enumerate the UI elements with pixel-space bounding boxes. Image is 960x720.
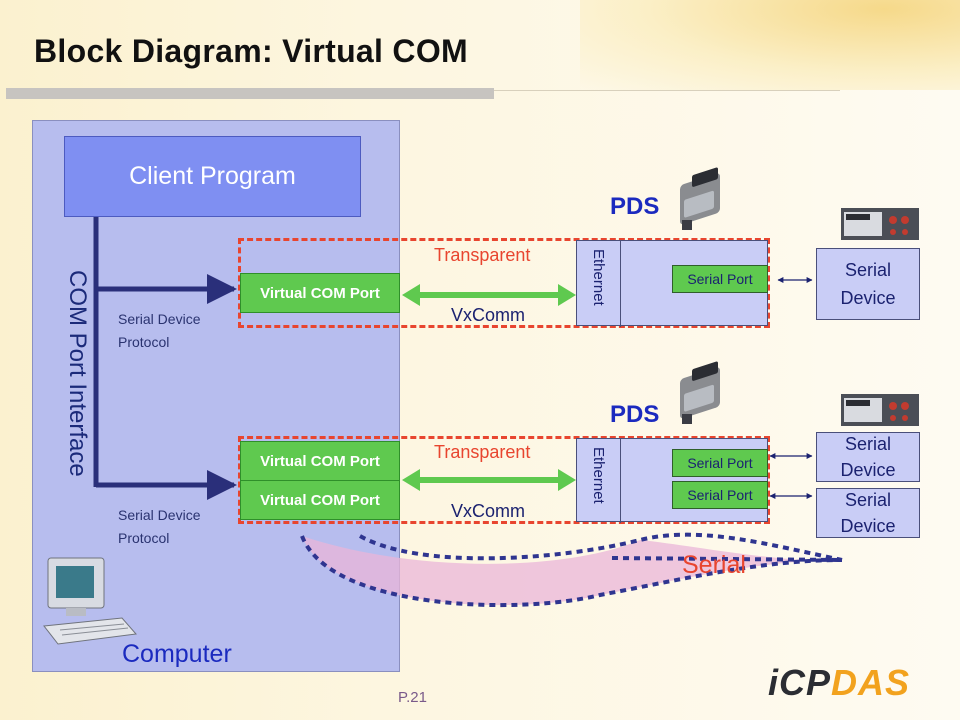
computer-label: Computer [122, 640, 232, 668]
logo-part-das: DAS [831, 662, 911, 703]
ethernet-label-bottom: Ethernet [577, 439, 621, 523]
serial-device-bottom-2-line1: Serial [844, 490, 892, 510]
serial-device-protocol-label-2: Serial Device Protocol [118, 504, 200, 550]
instrument-icon [841, 394, 919, 426]
page-number: P.21 [398, 689, 427, 706]
virtual-com-port-top: Virtual COM Port [240, 273, 400, 313]
computer-icon [43, 557, 137, 645]
pds-label-bottom: PDS [610, 401, 660, 428]
background-glow [580, 0, 960, 90]
title-underline-line [494, 90, 840, 91]
serial-device-protocol-2-line1: Serial Device [118, 507, 201, 523]
serial-curve-band [300, 532, 843, 608]
serial-device-top-line1: Serial [844, 260, 892, 280]
com-port-trunk [93, 217, 237, 500]
pds-device-icon [680, 167, 720, 230]
title-underline-bar [6, 88, 494, 99]
virtual-com-port-bottom-2: Virtual COM Port [240, 480, 400, 520]
transparent-label-top: Transparent [434, 245, 531, 265]
serial-device-protocol-2-line2: Protocol [118, 530, 170, 546]
serial-port-bottom-1: Serial Port [672, 449, 768, 477]
virtual-com-port-bottom-1: Virtual COM Port [240, 441, 400, 481]
slide-title: Block Diagram: Virtual COM [34, 33, 468, 69]
serial-device-top-line2: Device [840, 288, 896, 308]
logo-part-icp: iCP [768, 662, 832, 703]
serial-device-protocol-1-line1: Serial Device [118, 311, 201, 327]
serial-port-top: Serial Port [672, 265, 768, 293]
vxcomm-group-top [238, 238, 770, 328]
instrument-icon [841, 208, 919, 240]
ethernet-label-top: Ethernet [577, 241, 621, 327]
vxcomm-label-top: VxComm [451, 305, 526, 325]
serial-device-bottom-2: Serial Device [816, 488, 920, 538]
serial-device-protocol-1-line2: Protocol [118, 334, 170, 350]
vxcomm-label-bottom: VxComm [451, 501, 526, 521]
vxcomm-arrow-top [402, 284, 576, 306]
serial-device-bottom-1-line1: Serial [844, 434, 892, 454]
serial-device-top: Serial Device [816, 248, 920, 320]
serial-link-label: Serial [682, 551, 746, 579]
com-port-interface-label: COM Port Interface [64, 270, 91, 477]
serial-port-bottom-2: Serial Port [672, 481, 768, 509]
pds-device-icon [680, 361, 720, 424]
serial-device-bottom-1-line2: Device [840, 460, 896, 480]
vxcomm-group-bottom [238, 436, 770, 524]
client-program-box: Client Program [64, 136, 361, 217]
pds-label-top: PDS [610, 193, 660, 220]
transparent-label-bottom: Transparent [434, 442, 531, 462]
serial-device-protocol-label-1: Serial Device Protocol [118, 308, 200, 354]
serial-device-bottom-2-line2: Device [840, 516, 896, 536]
vxcomm-arrow-bottom [402, 469, 576, 491]
serial-device-bottom-1: Serial Device [816, 432, 920, 482]
icpdas-logo: iCPDAS [768, 662, 910, 704]
